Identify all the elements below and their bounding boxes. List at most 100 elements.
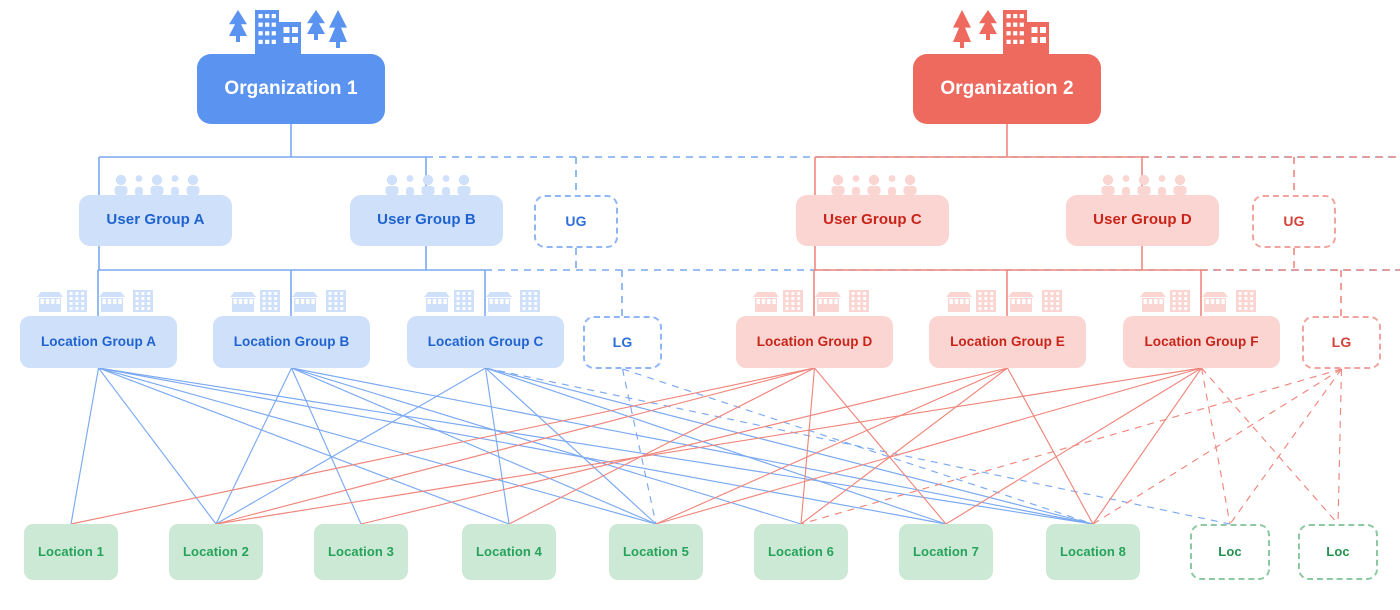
mapping-edge bbox=[70, 367, 100, 525]
mapping-edge bbox=[1337, 368, 1343, 525]
location-group-label: Location Group E bbox=[950, 333, 1065, 349]
mapping-edge bbox=[215, 367, 293, 525]
people-icon bbox=[825, 173, 921, 195]
city-trees-icon bbox=[225, 10, 357, 56]
organization-label: Organization 1 bbox=[224, 77, 358, 99]
location-group-label: Location Group A bbox=[40, 333, 157, 349]
placeholder-lg-ghost-red[interactable]: LG bbox=[1302, 316, 1381, 369]
placeholder-ug-ghost-red[interactable]: UG bbox=[1252, 195, 1336, 248]
organization-node-org1[interactable]: Organization 1 bbox=[197, 54, 385, 124]
location-group-label: Location Group C bbox=[427, 333, 544, 349]
location-group-node-lgd[interactable]: Location Group D bbox=[736, 316, 893, 368]
mapping-edge bbox=[215, 367, 1202, 525]
placeholder-ug-ghost-blue[interactable]: UG bbox=[534, 195, 618, 248]
placeholder-label: LG bbox=[1331, 333, 1352, 350]
people-icon bbox=[1101, 174, 1186, 195]
mapping-edge bbox=[800, 367, 816, 525]
placeholder-label: UG bbox=[565, 212, 587, 229]
placeholder-loc-ghost-1[interactable]: Loc bbox=[1190, 524, 1270, 580]
location-label: Location 8 bbox=[1059, 543, 1126, 559]
mapping-edge bbox=[1092, 368, 1342, 525]
placeholder-label: Loc bbox=[1218, 543, 1242, 559]
location-group-node-lgb[interactable]: Location Group B bbox=[213, 316, 370, 368]
shops-icon bbox=[945, 290, 1062, 312]
user-group-node-ugb[interactable]: User Group B bbox=[350, 195, 503, 246]
city-trees-icon bbox=[225, 8, 357, 56]
placeholder-lg-ghost-blue[interactable]: LG bbox=[583, 316, 662, 369]
location-label: Location 3 bbox=[327, 543, 394, 559]
mapping-edge bbox=[1092, 367, 1202, 525]
mapping-edge bbox=[98, 367, 217, 525]
mapping-edge bbox=[655, 367, 1008, 525]
user-group-label: User Group B bbox=[377, 211, 476, 229]
mapping-edge bbox=[291, 367, 657, 525]
location-label: Location 6 bbox=[767, 543, 834, 559]
people-icon bbox=[114, 174, 199, 195]
location-node-l1[interactable]: Location 1 bbox=[24, 524, 118, 580]
trees-city-icon bbox=[941, 8, 1073, 56]
user-group-label: User Group C bbox=[823, 211, 922, 229]
mapping-edge bbox=[655, 367, 1202, 525]
placeholder-label: LG bbox=[612, 333, 633, 350]
mapping-edge bbox=[945, 367, 1202, 525]
location-group-label: Location Group D bbox=[756, 333, 873, 349]
location-node-l3[interactable]: Location 3 bbox=[314, 524, 408, 580]
location-group-label: Location Group B bbox=[233, 333, 350, 349]
user-group-node-ugd[interactable]: User Group D bbox=[1066, 195, 1219, 246]
mapping-edge bbox=[290, 367, 362, 525]
mapping-edge bbox=[814, 367, 947, 525]
mapping-edge bbox=[800, 367, 1008, 525]
people-icon bbox=[385, 174, 470, 195]
location-label: Location 2 bbox=[182, 543, 249, 559]
mapping-edge bbox=[621, 368, 657, 525]
mapping-edge bbox=[360, 367, 1008, 525]
location-node-l4[interactable]: Location 4 bbox=[462, 524, 556, 580]
location-group-node-lge[interactable]: Location Group E bbox=[929, 316, 1086, 368]
shops-icon bbox=[36, 290, 153, 312]
mapping-edge bbox=[1200, 367, 1231, 525]
shops-icon bbox=[35, 289, 163, 315]
location-group-node-lga[interactable]: Location Group A bbox=[20, 316, 177, 368]
mapping-edge bbox=[485, 367, 1094, 525]
mapping-edge bbox=[291, 367, 802, 525]
shops-icon bbox=[752, 290, 869, 312]
location-node-l2[interactable]: Location 2 bbox=[169, 524, 263, 580]
location-label: Location 5 bbox=[622, 543, 689, 559]
mapping-edge bbox=[1201, 367, 1339, 525]
location-node-l5[interactable]: Location 5 bbox=[609, 524, 703, 580]
mapping-edge bbox=[485, 367, 657, 525]
location-label: Location 1 bbox=[37, 543, 104, 559]
mapping-edge bbox=[98, 367, 510, 525]
mapping-edge bbox=[215, 367, 486, 525]
mapping-edge bbox=[1006, 367, 1094, 525]
shops-icon bbox=[751, 289, 879, 315]
location-node-l7[interactable]: Location 7 bbox=[899, 524, 993, 580]
placeholder-label: Loc bbox=[1326, 543, 1350, 559]
location-node-l6[interactable]: Location 6 bbox=[754, 524, 848, 580]
mapping-edge bbox=[800, 368, 1342, 525]
organization-node-org2[interactable]: Organization 2 bbox=[913, 54, 1101, 124]
location-label: Location 4 bbox=[475, 543, 542, 559]
shops-icon bbox=[1138, 289, 1266, 315]
mapping-edge bbox=[485, 367, 947, 525]
mapping-edge bbox=[485, 367, 1231, 525]
shops-icon bbox=[1139, 290, 1256, 312]
location-group-label: Location Group F bbox=[1144, 333, 1259, 349]
shops-icon bbox=[228, 289, 356, 315]
mapping-edge bbox=[98, 367, 947, 525]
location-node-l8[interactable]: Location 8 bbox=[1046, 524, 1140, 580]
people-icon bbox=[108, 173, 204, 195]
organization-label: Organization 2 bbox=[940, 77, 1074, 99]
user-group-node-ugc[interactable]: User Group C bbox=[796, 195, 949, 246]
mapping-edge bbox=[291, 367, 1094, 525]
placeholder-loc-ghost-2[interactable]: Loc bbox=[1298, 524, 1378, 580]
location-group-node-lgf[interactable]: Location Group F bbox=[1123, 316, 1280, 368]
shops-icon bbox=[229, 290, 346, 312]
user-group-node-uga[interactable]: User Group A bbox=[79, 195, 232, 246]
mapping-edge bbox=[98, 367, 1094, 525]
user-group-label: User Group D bbox=[1093, 211, 1192, 229]
people-icon bbox=[1095, 173, 1191, 195]
location-group-node-lgc[interactable]: Location Group C bbox=[407, 316, 564, 368]
people-icon bbox=[831, 174, 916, 195]
